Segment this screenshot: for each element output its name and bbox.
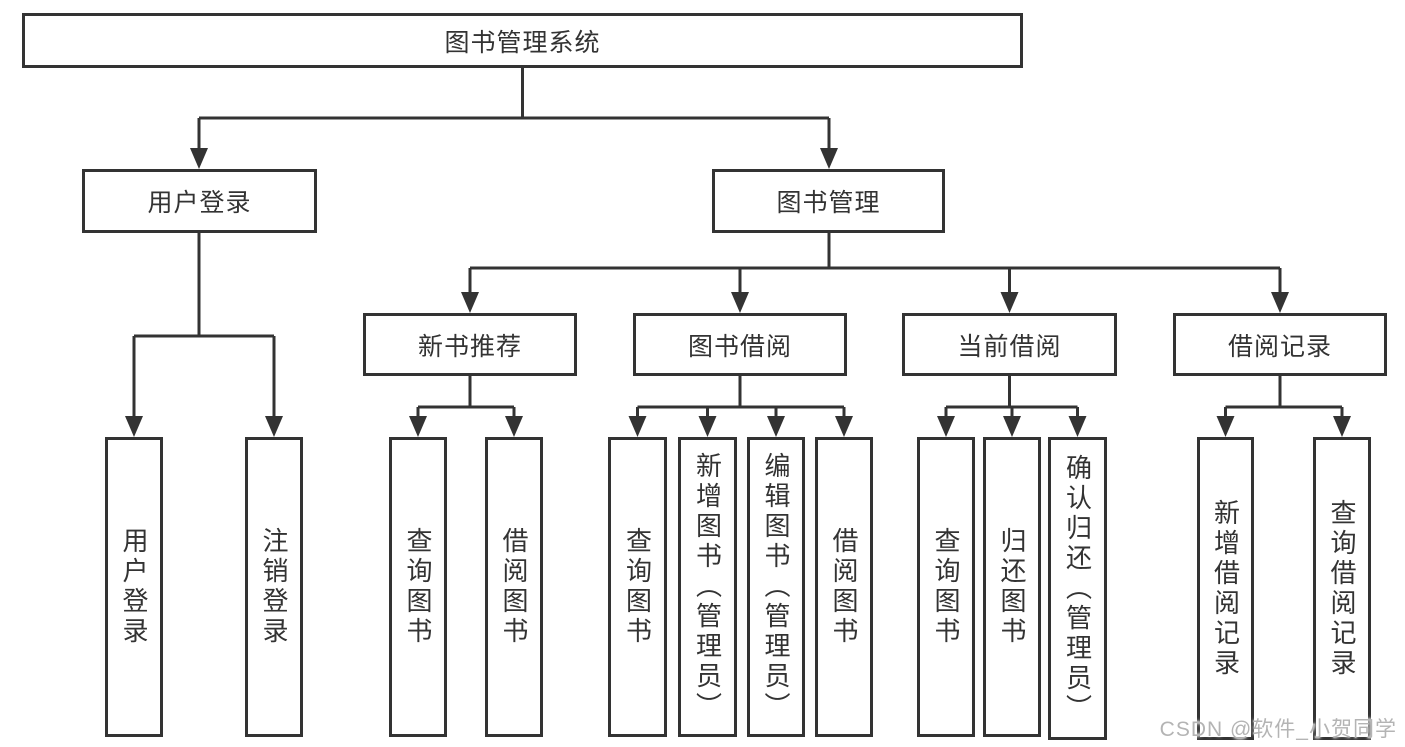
leaf-borrow-books-2: 借阅图书 [815, 437, 873, 737]
node-new-book-recommend-label: 新书推荐 [417, 332, 522, 361]
node-book-management-label: 图书管理 [776, 189, 881, 217]
node-root-label: 图书管理系统 [444, 28, 601, 57]
node-user-login-label: 用户登录 [147, 189, 252, 217]
leaf-user-login: 用户登录 [105, 437, 163, 737]
leaf-logout-login: 注销登录 [245, 437, 303, 737]
leaf-logout-login-label: 注销登录 [259, 527, 289, 647]
leaf-query-books-2-label: 查询图书 [622, 527, 653, 647]
node-book-borrow: 图书借阅 [633, 313, 847, 376]
leaf-edit-book-admin-label: 编辑图书（管理员） [761, 452, 791, 722]
leaf-add-borrow-record: 新增借阅记录 [1197, 437, 1254, 740]
leaf-borrow-books-2-label: 借阅图书 [829, 527, 859, 647]
leaf-return-book-label: 归还图书 [997, 527, 1027, 647]
leaf-edit-book-admin: 编辑图书（管理员） [747, 437, 805, 737]
leaf-confirm-return-admin: 确认归还（管理员） [1048, 437, 1107, 740]
leaf-return-book: 归还图书 [983, 437, 1041, 737]
leaf-query-books-2: 查询图书 [608, 437, 667, 737]
leaf-query-borrow-record-label: 查询借阅记录 [1327, 498, 1357, 679]
leaf-query-books-1-label: 查询图书 [403, 527, 433, 647]
leaf-borrow-books-1: 借阅图书 [485, 437, 543, 737]
node-borrow-records-label: 借阅记录 [1227, 332, 1332, 361]
leaf-query-books-3-label: 查询图书 [931, 527, 961, 647]
node-root: 图书管理系统 [22, 13, 1023, 68]
leaf-add-book-admin-label: 新增图书（管理员） [692, 452, 723, 722]
leaf-add-book-admin: 新增图书（管理员） [678, 437, 737, 737]
node-current-borrow-label: 当前借阅 [957, 332, 1062, 361]
leaf-add-borrow-record-label: 新增借阅记录 [1210, 498, 1241, 679]
node-current-borrow: 当前借阅 [902, 313, 1117, 376]
node-new-book-recommend: 新书推荐 [363, 313, 577, 376]
node-borrow-records: 借阅记录 [1173, 313, 1387, 376]
leaf-query-books-1: 查询图书 [389, 437, 447, 737]
node-book-management: 图书管理 [712, 169, 945, 233]
leaf-query-books-3: 查询图书 [917, 437, 975, 737]
leaf-borrow-books-1-label: 借阅图书 [499, 527, 529, 647]
leaf-user-login-label: 用户登录 [119, 527, 149, 647]
leaf-query-borrow-record: 查询借阅记录 [1313, 437, 1371, 740]
node-book-borrow-label: 图书借阅 [687, 332, 792, 361]
leaf-confirm-return-admin-label: 确认归还（管理员） [1062, 453, 1093, 724]
node-user-login: 用户登录 [82, 169, 317, 233]
csdn-watermark: CSDN @软件_小贺同学 [1159, 718, 1397, 741]
